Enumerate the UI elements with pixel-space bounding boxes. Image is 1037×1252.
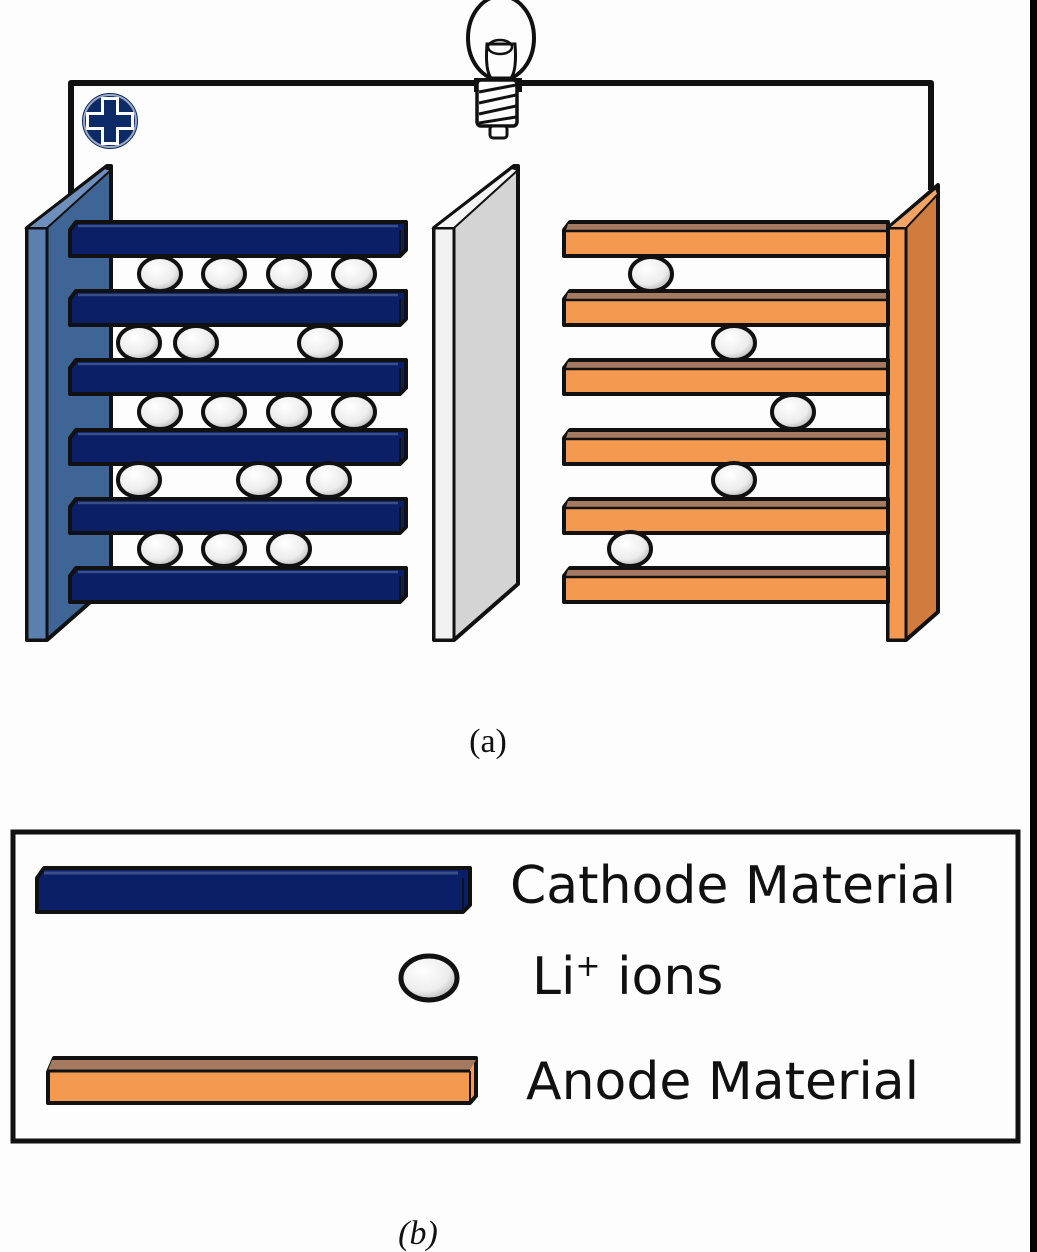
li-ion	[137, 255, 183, 293]
cathode-layer	[68, 497, 408, 535]
li-ion	[297, 324, 343, 362]
anode-layer	[562, 358, 890, 396]
lithium-ions	[116, 255, 816, 568]
anode-layer	[562, 289, 890, 327]
anode-layer	[562, 220, 890, 258]
li-ion	[770, 393, 816, 431]
li-ion	[266, 530, 312, 568]
anode-current-collector	[885, 183, 940, 642]
li-ion	[711, 324, 757, 362]
legend-cathode-symbol	[35, 866, 472, 914]
anode-layer	[562, 566, 890, 604]
cathode-layers	[68, 220, 408, 604]
li-ion	[331, 393, 377, 431]
page-border-right	[1030, 0, 1037, 1252]
legend-ion-symbol	[398, 953, 460, 1003]
caption-b: (b)	[398, 1215, 438, 1252]
li-ion	[137, 530, 183, 568]
li-ion	[201, 530, 247, 568]
li-ion	[628, 255, 674, 293]
li-ion	[137, 393, 183, 431]
separator	[431, 164, 520, 642]
cathode-layer	[68, 358, 408, 396]
li-ion	[236, 461, 282, 499]
li-ion	[607, 530, 653, 568]
li-ion	[266, 255, 312, 293]
li-ion	[201, 255, 247, 293]
legend-label-cathode: Cathode Material	[510, 856, 956, 916]
legend-anode-symbol	[46, 1056, 478, 1105]
legend-label-anode: Anode Material	[526, 1052, 919, 1112]
legend: Cathode Material Li+ ions Anode Material	[10, 829, 1021, 1144]
anode-layer	[562, 497, 890, 535]
anode-layers	[562, 220, 890, 604]
li-ion	[266, 393, 312, 431]
cathode-layer	[68, 289, 408, 327]
cathode-layer	[68, 566, 408, 604]
caption-a: (a)	[469, 723, 507, 760]
li-ion	[306, 461, 352, 499]
li-ion	[711, 461, 757, 499]
li-ion	[116, 461, 162, 499]
light-bulb-icon	[466, 0, 536, 140]
cathode-layer	[68, 428, 408, 466]
legend-label-ions: Li+ ions	[532, 947, 723, 1007]
li-ion	[116, 324, 162, 362]
positive-terminal-icon	[82, 93, 138, 149]
li-ion	[331, 255, 377, 293]
anode-layer	[562, 428, 890, 466]
li-ion	[201, 393, 247, 431]
cathode-layer	[68, 220, 408, 258]
li-ion	[173, 324, 219, 362]
